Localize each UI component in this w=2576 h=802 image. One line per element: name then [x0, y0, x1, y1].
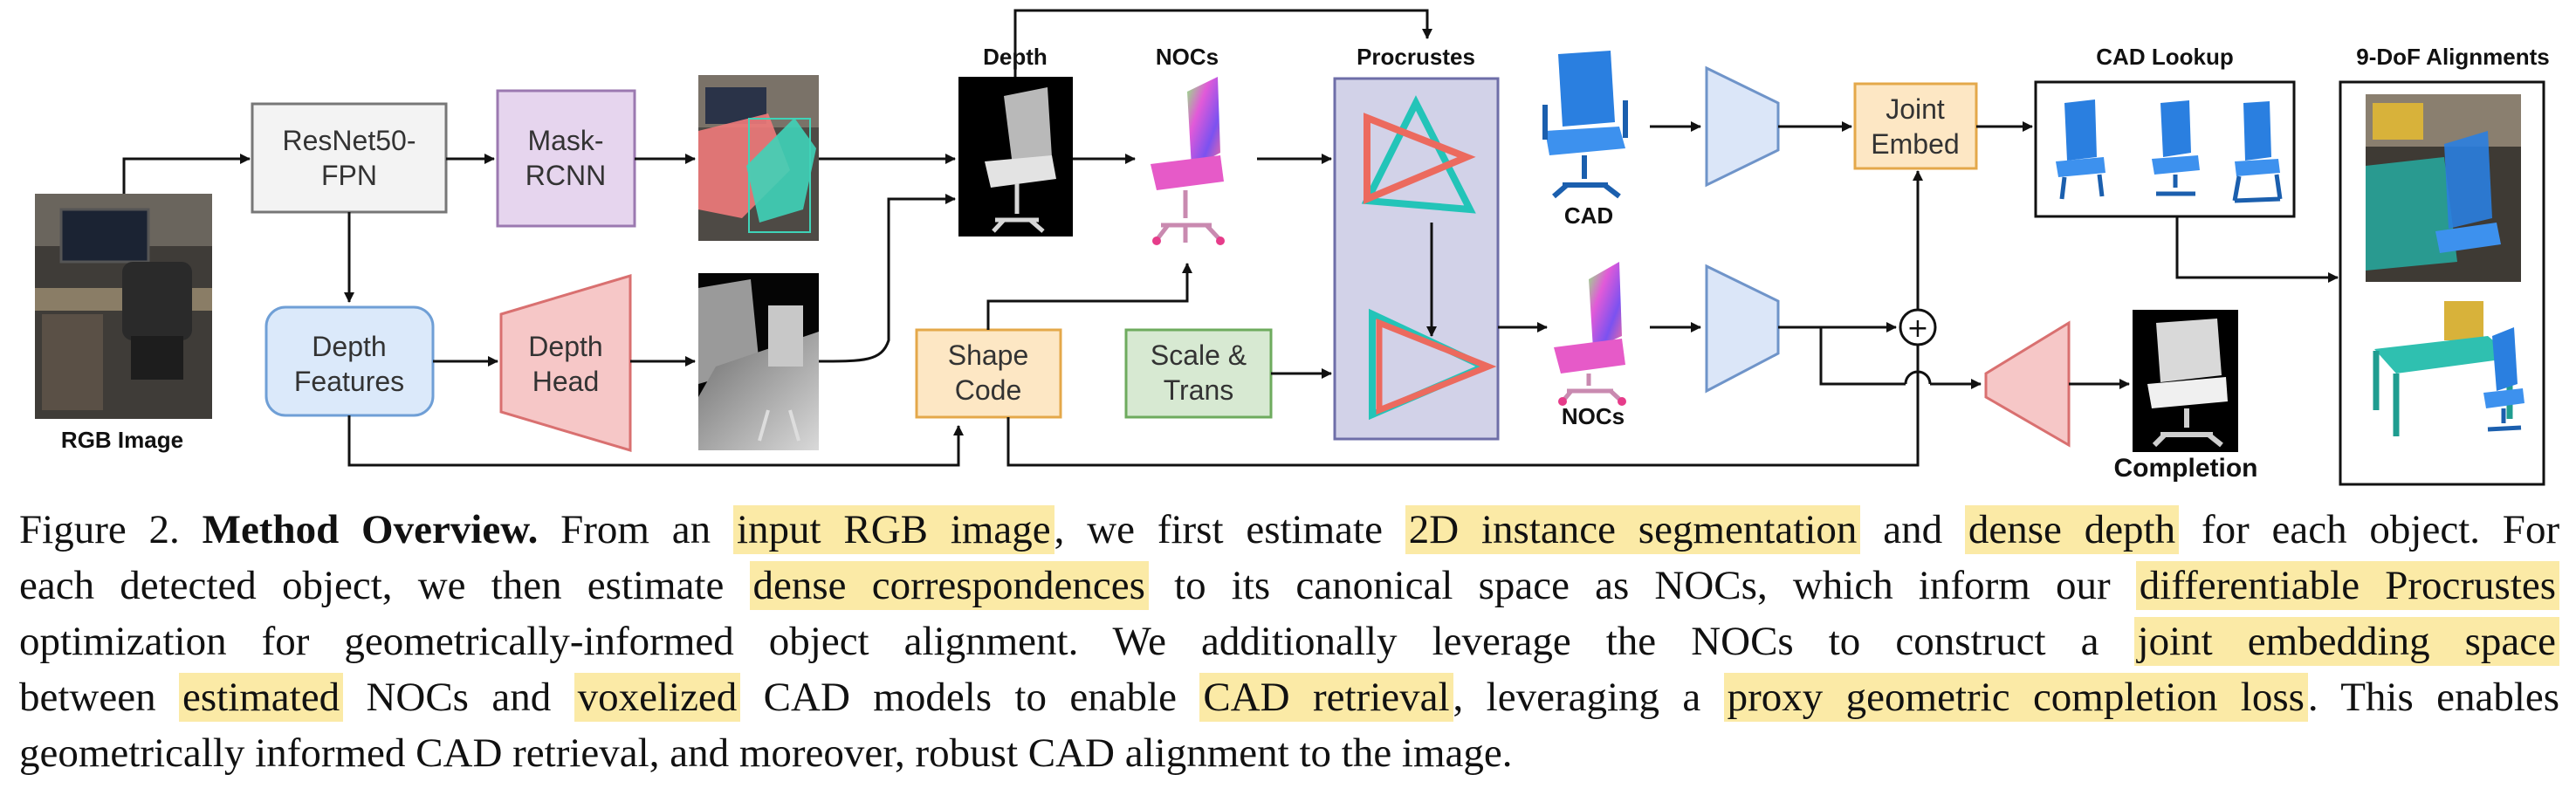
- caption-text: CAD models to enable: [763, 675, 1177, 720]
- caption-text: for each object. For: [2201, 507, 2560, 552]
- caption-line-3: optimization for geometrically-informed …: [19, 613, 2559, 669]
- completion-label: Completion: [2114, 454, 2258, 483]
- procrustes-triangle-teal-top: [1361, 95, 1476, 214]
- alignment-photo-overlay: [2366, 94, 2521, 282]
- joint-embed-label-2: Embed: [1871, 128, 1959, 160]
- shape-code-label-1: Shape: [948, 339, 1029, 371]
- nocs-encoder-block: [1705, 264, 1780, 394]
- scale-trans-box: [1124, 328, 1273, 419]
- figure-number: Figure 2.: [19, 507, 180, 552]
- caption-text: between: [19, 675, 156, 720]
- highlight-instance-seg: 2D instance segmentation: [1405, 505, 1861, 554]
- highlight-estimated: estimated: [178, 673, 344, 722]
- rgb-image: [35, 194, 212, 419]
- alignments-label: 9-DoF Alignments: [2356, 44, 2549, 70]
- resnet-fpn-box: [251, 102, 448, 214]
- caption-title: Method Overview.: [202, 507, 539, 552]
- caption-text: From an: [560, 507, 711, 552]
- caption-text: optimization for geometrically-informed …: [19, 619, 2099, 664]
- caption-text: . This enables: [2307, 675, 2560, 720]
- figure-caption: Figure 2. Method Overview. From an input…: [19, 502, 2559, 781]
- highlight-completion-loss: proxy geometric completion loss: [1723, 673, 2308, 722]
- caption-text: geometrically informed CAD retrieval, an…: [19, 730, 1513, 776]
- caption-text: each detected object, we then estimate: [19, 563, 725, 608]
- depth-crop-image: [958, 77, 1073, 236]
- highlight-joint-embedding: joint embedding space: [2133, 617, 2559, 666]
- depth-features-label-1: Depth: [312, 331, 386, 362]
- depth-head-label-2: Head: [532, 366, 600, 397]
- nocs-top-label: NOCs: [1156, 44, 1219, 70]
- procrustes-box: [1333, 77, 1500, 441]
- cad-chair-image: [1542, 51, 1628, 199]
- cad-lookup-candidates: [2056, 99, 2283, 203]
- depth-features-label-2: Features: [294, 366, 404, 397]
- alignment-render: [2373, 301, 2524, 436]
- highlight-procrustes: differentiable Procrustes: [2135, 561, 2560, 610]
- mask-rcnn-label-2: RCNN: [526, 160, 606, 191]
- caption-line-4: between estimated NOCs and voxelized CAD…: [19, 669, 2559, 725]
- completion-voxel-image: [2133, 310, 2238, 452]
- segmentation-image: [698, 75, 819, 241]
- shape-code-label-2: Code: [955, 374, 1022, 406]
- mask-rcnn-box: [496, 89, 636, 228]
- cad-lookup-label: CAD Lookup: [2096, 44, 2233, 70]
- mask-rcnn-label-1: Mask-: [527, 125, 603, 156]
- caption-line-2: each detected object, we then estimate d…: [19, 558, 2560, 613]
- procrustes-label: Procrustes: [1357, 44, 1475, 70]
- rgb-image-label: RGB Image: [61, 427, 183, 453]
- caption-line-1: Figure 2. Method Overview. From an input…: [19, 502, 2559, 558]
- highlight-voxelized: voxelized: [574, 673, 741, 722]
- depth-head-block: [499, 273, 632, 453]
- resnet-fpn-label-2: FPN: [321, 160, 377, 191]
- caption-text: NOCs and: [366, 675, 552, 720]
- highlight-dense-depth: dense depth: [1964, 505, 2180, 554]
- scale-trans-label-1: Scale &: [1151, 339, 1247, 371]
- procrustes-triangle-red-top: [1364, 113, 1476, 205]
- highlight-input-rgb: input RGB image: [732, 505, 1054, 554]
- depth-head-label-1: Depth: [528, 331, 602, 362]
- caption-text: to its canonical space as NOCs, which in…: [1174, 563, 2111, 608]
- plus-symbol: +: [1906, 313, 1928, 344]
- caption-text: , leveraging a: [1453, 675, 1701, 720]
- nocs-bottom-image: [1554, 262, 1626, 406]
- resnet-fpn-label-1: ResNet50-: [283, 125, 416, 156]
- joint-embed-label-1: Joint: [1886, 93, 1945, 125]
- cad-encoder-block: [1705, 65, 1780, 188]
- caption-text: , we first estimate: [1054, 507, 1383, 552]
- highlight-cad-retrieval: CAD retrieval: [1199, 673, 1453, 722]
- nocs-top-image: [1151, 77, 1225, 245]
- nocs-bottom-label: NOCs: [1562, 403, 1625, 429]
- caption-text: and: [1883, 507, 1943, 552]
- predicted-depth-image: [698, 273, 819, 450]
- highlight-dense-corr: dense correspondences: [749, 561, 1149, 610]
- shape-code-box: [915, 328, 1062, 419]
- completion-decoder-block: [1984, 320, 2071, 448]
- scale-trans-label-2: Trans: [1164, 374, 1234, 406]
- procrustes-triangle-red-bottom: [1376, 318, 1497, 415]
- cad-label: CAD: [1564, 202, 1613, 229]
- method-overview-diagram: RGB Image ResNet50- FPN Mask- RCNN Depth…: [35, 9, 2550, 486]
- caption-line-5: geometrically informed CAD retrieval, an…: [19, 725, 2559, 781]
